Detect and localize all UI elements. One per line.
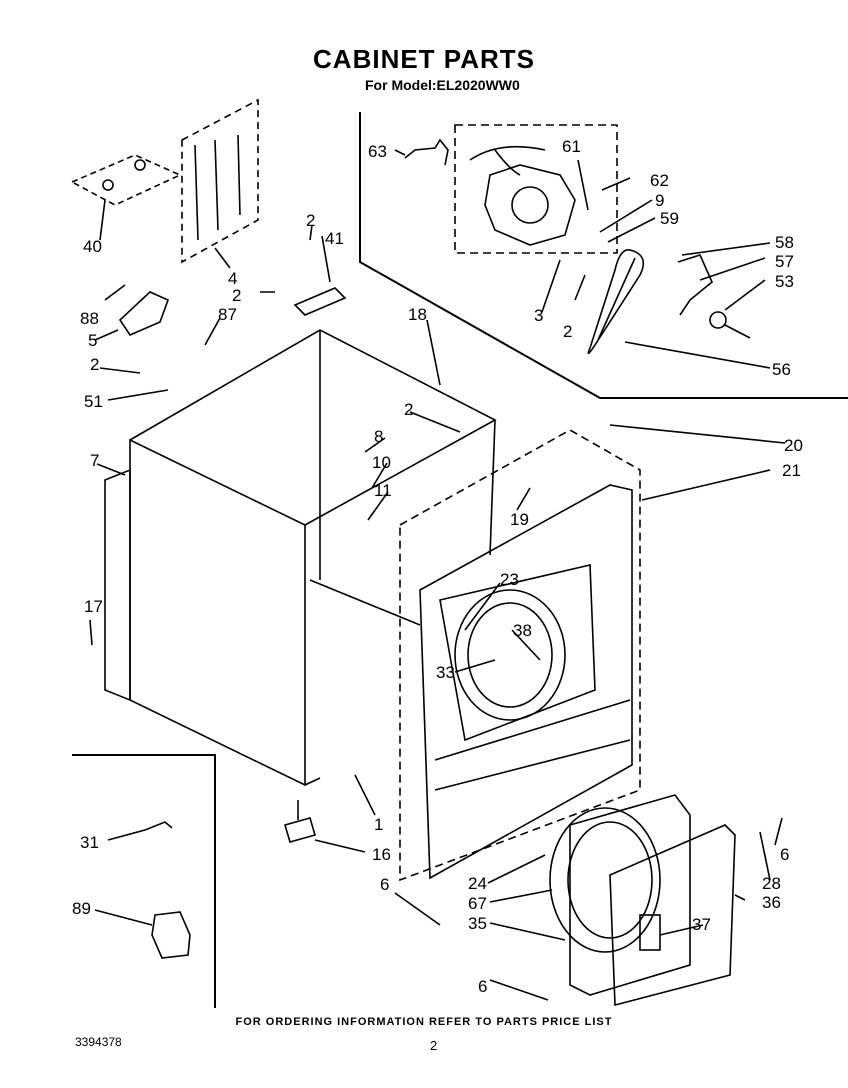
callout-53: 53 (775, 272, 794, 291)
callout-2-top: 2 (306, 211, 316, 230)
lower-inset-border (72, 754, 216, 1008)
door-outer (609, 824, 736, 1007)
front-panel (419, 484, 633, 880)
callout-6-door: 6 (780, 845, 790, 864)
callout-63: 63 (368, 142, 387, 161)
callout-18: 18 (408, 305, 427, 324)
parts-group-4 (181, 98, 259, 264)
callout-58: 58 (775, 233, 794, 252)
cabinet-left-side (129, 438, 306, 787)
motor-group-box (454, 124, 618, 254)
callout-1: 1 (374, 815, 384, 834)
page-number: 2 (430, 1038, 438, 1053)
callout-6-base: 6 (380, 875, 390, 894)
callout-59: 59 (660, 209, 679, 228)
callout-19: 19 (510, 510, 529, 529)
callout-2-left: 2 (90, 355, 100, 374)
bracket-5 (118, 291, 170, 336)
callout-89: 89 (72, 899, 91, 918)
callout-5: 5 (88, 331, 98, 350)
idler-bracket (677, 254, 713, 316)
callout-21: 21 (782, 461, 801, 480)
callout-57: 57 (775, 252, 794, 271)
front-panel-group (399, 429, 641, 882)
callout-9: 9 (655, 191, 665, 210)
callout-6-bottom: 6 (478, 977, 488, 996)
callout-24: 24 (468, 874, 487, 893)
callout-2-bracket: 2 (232, 286, 242, 305)
cabinet-top-edge (129, 329, 497, 526)
callout-62: 62 (650, 171, 669, 190)
callout-7: 7 (90, 451, 100, 470)
cabinet-rear (319, 330, 496, 580)
bracket-41 (293, 287, 347, 316)
callout-87: 87 (218, 305, 237, 324)
callout-2-right: 2 (404, 400, 414, 419)
callout-23: 23 (500, 570, 519, 589)
callout-67: 67 (468, 894, 487, 913)
motor-body (484, 164, 576, 246)
part-31-wire (144, 821, 173, 831)
motor-inset-border (359, 112, 848, 399)
callout-2-motor: 2 (563, 322, 573, 341)
callout-41: 41 (325, 229, 344, 248)
callout-56: 56 (772, 360, 791, 379)
callout-61: 61 (562, 137, 581, 156)
callout-3: 3 (534, 306, 544, 325)
callout-36: 36 (762, 893, 781, 912)
callout-17: 17 (84, 597, 103, 616)
page-title: CABINET PARTS (313, 44, 535, 74)
leveling-leg (284, 817, 316, 843)
callout-16: 16 (372, 845, 391, 864)
callout-31: 31 (80, 833, 99, 852)
door-gasket (549, 807, 661, 953)
callout-51: 51 (84, 392, 103, 411)
model-subtitle: For Model:EL2020WW0 (365, 77, 520, 93)
part-89-block (151, 911, 191, 959)
parts-group-40 (70, 154, 182, 206)
callout-10: 10 (372, 453, 391, 472)
callout-4: 4 (228, 269, 238, 288)
callout-8: 8 (374, 427, 384, 446)
door-inner (569, 794, 691, 996)
drive-belt (587, 249, 645, 355)
callout-37: 37 (692, 915, 711, 934)
callout-88: 88 (80, 309, 99, 328)
callout-35: 35 (468, 914, 487, 933)
document-number: 3394378 (75, 1035, 122, 1049)
ordering-note: FOR ORDERING INFORMATION REFER TO PARTS … (235, 1016, 613, 1028)
callout-28: 28 (762, 874, 781, 893)
callout-40: 40 (83, 237, 102, 256)
callout-20: 20 (784, 436, 803, 455)
callout-38: 38 (513, 621, 532, 640)
callout-11: 11 (374, 481, 392, 500)
rear-panel-edge (104, 468, 131, 702)
motor-bracket (404, 138, 449, 166)
callout-33: 33 (436, 663, 455, 682)
